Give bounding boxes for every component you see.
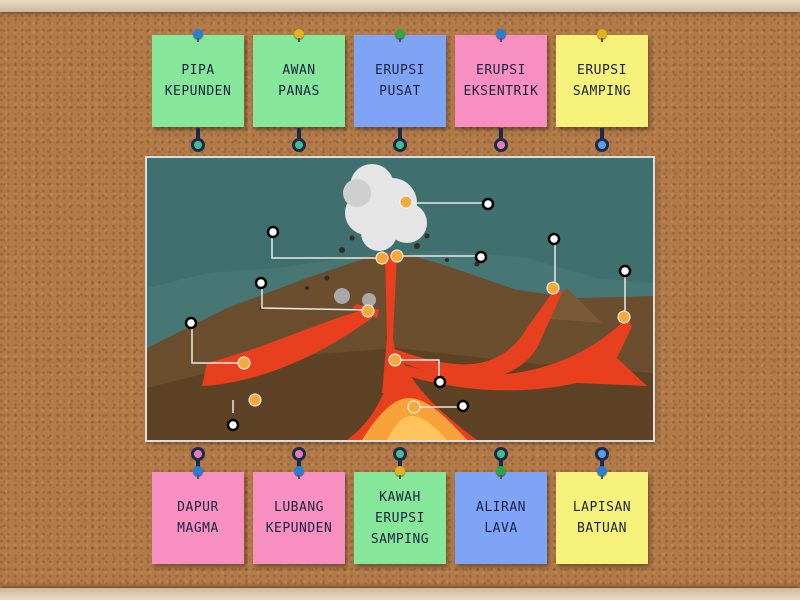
label-card-erupsi-samping[interactable]: ERUPSI SAMPING <box>556 29 648 127</box>
label-card-kawah-erupsi-samping[interactable]: KAWAH ERUPSI SAMPING <box>354 466 446 564</box>
label-card-lapisan-batuan[interactable]: LAPISAN BATUAN <box>556 466 648 564</box>
pushpin-icon <box>193 29 203 42</box>
drop-slot <box>474 250 488 264</box>
label-card-erupsi-pusat[interactable]: ERUPSI PUSAT <box>354 29 446 127</box>
pushpin-icon <box>294 29 304 42</box>
pushpin-icon <box>496 29 506 42</box>
drop-slot <box>456 399 470 413</box>
pushpin-icon <box>193 466 203 479</box>
marker-dot <box>399 195 413 209</box>
pushpin-icon <box>395 29 405 42</box>
drop-slot <box>547 232 561 246</box>
marker-dot <box>237 356 251 370</box>
label-card-erupsi-eksentrik[interactable]: ERUPSI EKSENTRIK <box>455 29 547 127</box>
volcano-diagram <box>147 158 653 440</box>
pushpin-icon <box>597 466 607 479</box>
marker-dot <box>361 304 375 318</box>
label-card-text: ERUPSI EKSENTRIK <box>463 63 539 99</box>
card-connector-icon <box>393 128 407 156</box>
label-card-text: AWAN PANAS <box>278 63 320 99</box>
label-card-text: LAPISAN BATUAN <box>572 500 632 536</box>
pushpin-icon <box>395 466 405 479</box>
drop-slot <box>184 316 198 330</box>
ash-cloud <box>343 164 427 251</box>
drop-slot <box>433 375 447 389</box>
label-card-aliran-lava[interactable]: ALIRAN LAVA <box>455 466 547 564</box>
marker-dot <box>617 310 631 324</box>
drop-slot <box>254 276 268 290</box>
label-card-lubang-kepunden[interactable]: LUBANG KEPUNDEN <box>253 466 345 564</box>
marker-dot <box>375 251 389 265</box>
card-connector-icon <box>494 128 508 156</box>
board-frame-bottom <box>0 588 800 600</box>
card-connector-icon <box>292 128 306 156</box>
marker-dot <box>546 281 560 295</box>
label-card-pipa-kepunden[interactable]: PIPA KEPUNDEN <box>152 29 244 127</box>
drop-slot <box>226 418 240 432</box>
label-card-dapur-magma[interactable]: DAPUR MAGMA <box>152 466 244 564</box>
drop-slot <box>266 225 280 239</box>
label-card-text: KAWAH ERUPSI SAMPING <box>370 489 430 547</box>
pushpin-icon <box>294 466 304 479</box>
card-connector-icon <box>595 128 609 156</box>
board-frame-top <box>0 0 800 12</box>
marker-dot <box>248 393 262 407</box>
label-card-awan-panas[interactable]: AWAN PANAS <box>253 29 345 127</box>
marker-dot <box>388 353 402 367</box>
label-card-text: LUBANG KEPUNDEN <box>265 500 333 536</box>
drop-slot <box>481 197 495 211</box>
drop-slot <box>618 264 632 278</box>
label-card-text: PIPA KEPUNDEN <box>164 63 232 99</box>
pushpin-icon <box>597 29 607 42</box>
label-card-text: ERUPSI SAMPING <box>572 63 632 99</box>
marker-dot <box>390 249 404 263</box>
label-card-text: ALIRAN LAVA <box>476 500 526 536</box>
card-connector-icon <box>191 128 205 156</box>
marker-dot <box>407 400 421 414</box>
pushpin-icon <box>496 466 506 479</box>
label-card-text: ERUPSI PUSAT <box>375 63 425 99</box>
label-card-text: DAPUR MAGMA <box>177 500 219 536</box>
